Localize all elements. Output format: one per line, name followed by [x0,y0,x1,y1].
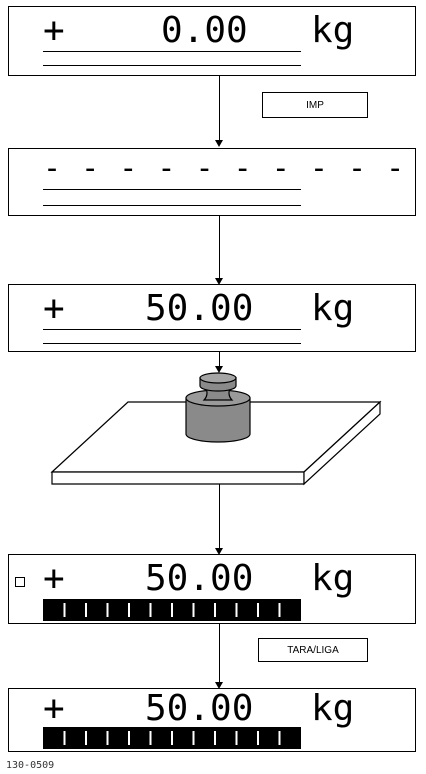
display-zero: + 0.00 kg [8,6,416,76]
bargraph-segments [63,603,281,617]
flow-arrowhead [215,366,223,373]
display-sign: + [43,10,65,51]
platform-front [51,471,305,485]
bargraph-separator [128,603,130,617]
bargraph-separator [235,731,238,745]
display-weight: + 50.00 kg [8,284,416,352]
imp-button[interactable]: IMP [262,92,368,118]
display-weight-stable: + 50.00 kg [8,554,416,624]
bargraph-separator [214,603,216,617]
bargraph-separator [235,603,238,617]
platform-side [303,400,381,486]
bargraph-separator [128,731,130,745]
underline-bottom [43,65,301,66]
figure-code: 130-0509 [6,760,55,771]
bargraph-separator [149,603,152,617]
bargraph-separator [192,731,195,745]
flow-arrowhead [215,278,223,285]
underline-top [43,189,301,190]
display-unit: kg [311,688,355,729]
weight-knob-top [199,372,237,384]
scale-platform-illustration [50,372,382,486]
flow-arrowhead [215,548,223,555]
display-dashes-text: - - - - - - - - - - [43,151,406,186]
display-unit: kg [311,558,355,599]
bargraph-separator [171,731,173,745]
underline-top [43,329,301,330]
flow-arrow [219,216,220,278]
display-sign: + [43,688,65,729]
display-value: 0.00 [161,10,248,51]
stability-indicator [15,577,25,587]
bargraph-separator [106,731,109,745]
flow-arrowhead [215,140,223,147]
display-unit: kg [311,288,355,329]
bargraph-separator [106,603,109,617]
display-value: 50.00 [145,688,254,729]
display-value: 50.00 [145,288,254,329]
display-sign: + [43,288,65,329]
flow-arrow [219,484,220,548]
underline-bottom [43,343,301,344]
flow-arrowhead [215,682,223,689]
display-dashes: - - - - - - - - - - [8,148,416,216]
display-weight-final: + 50.00 kg [8,688,416,752]
flow-arrow [219,76,220,140]
bargraph-separator [63,731,66,745]
bargraph-separator [85,603,87,617]
display-sign: + [43,558,65,599]
bargraph-separator [257,731,259,745]
flow-arrow [219,624,220,682]
bargraph-segments [63,731,281,745]
display-unit: kg [311,10,355,51]
display-value: 50.00 [145,558,254,599]
bargraph-separator [63,603,66,617]
bargraph-separator [85,731,87,745]
bargraph-separator [171,603,173,617]
flow-arrow [219,352,220,366]
underline-bottom [43,205,301,206]
weight-body [185,397,251,443]
underline-top [43,51,301,52]
bargraph-separator [192,603,195,617]
bargraph-separator [257,603,259,617]
bargraph-separator [278,731,281,745]
tara-liga-button[interactable]: TARA/LIGA [258,638,368,662]
bargraph-separator [149,731,152,745]
bargraph-separator [214,731,216,745]
bargraph-separator [278,603,281,617]
